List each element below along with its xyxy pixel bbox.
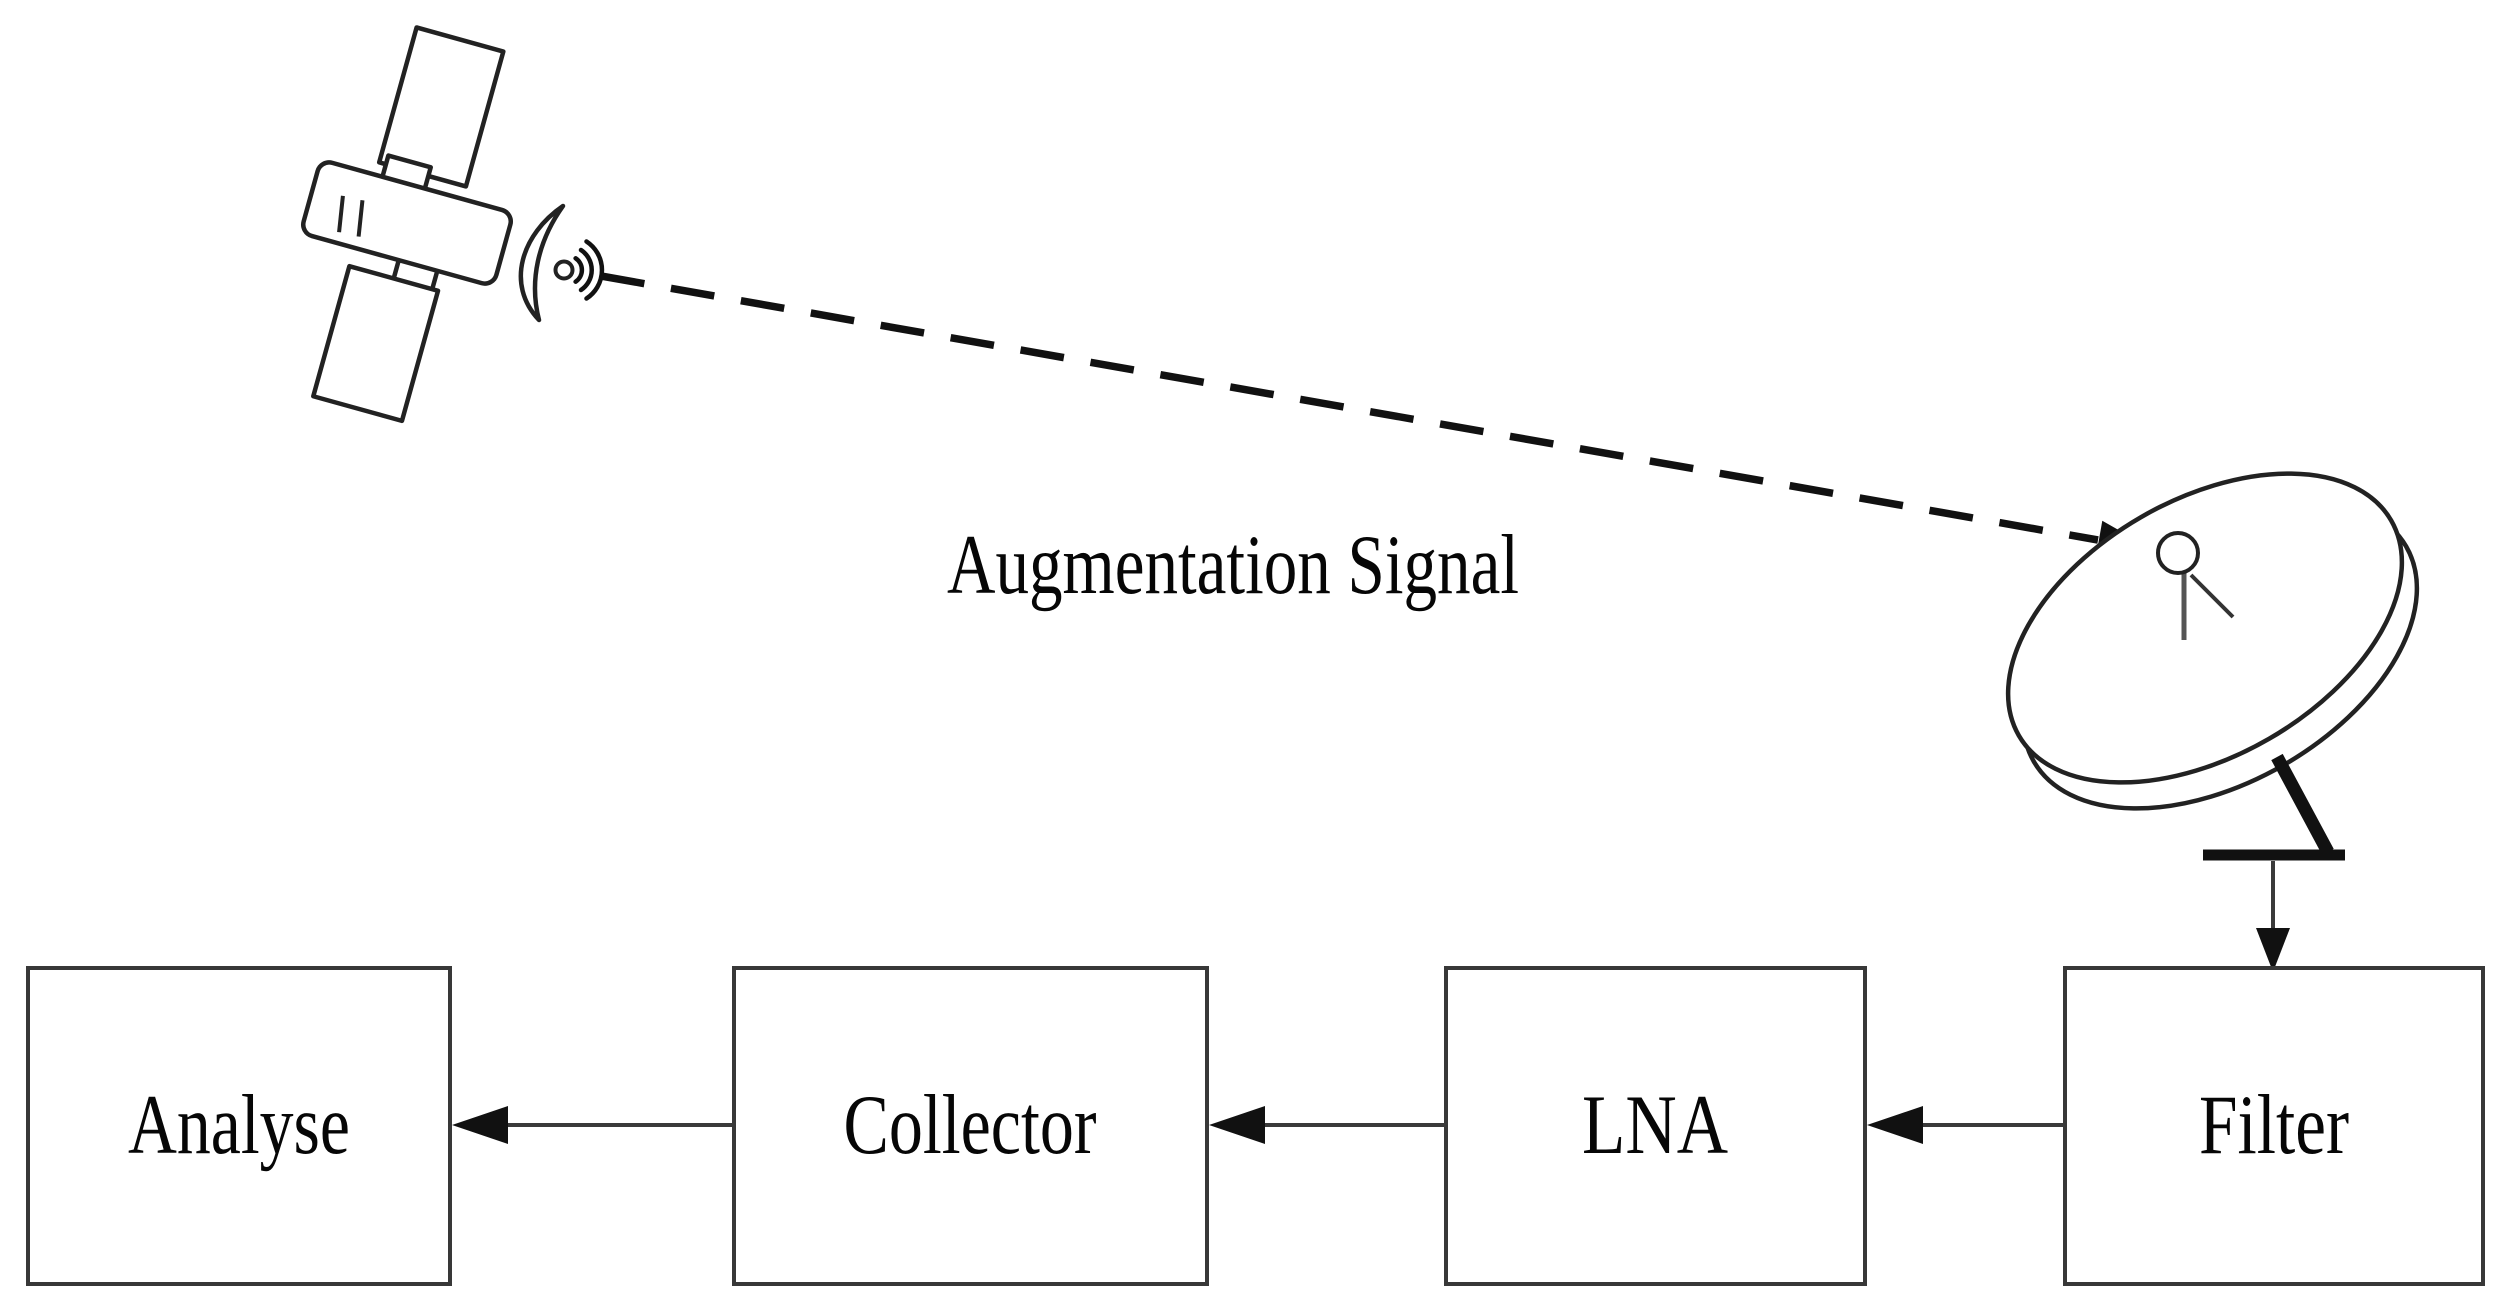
dish-to-filter-arrowhead (2256, 928, 2290, 972)
satellite-body (301, 160, 513, 286)
signal-waves-icon (573, 239, 605, 301)
block-collector-box (732, 966, 1209, 1286)
block-lna-box (1444, 966, 1867, 1286)
block-analyse: Analyse (26, 966, 452, 1286)
arrow-lna-to-collector (1209, 1106, 1446, 1144)
satellite-dish-feed (553, 259, 575, 281)
arrow-lna-to-collector-head (1209, 1106, 1265, 1144)
augmentation-signal-dashed-line (600, 272, 2099, 544)
arrow-collector-to-analyse-head (452, 1106, 508, 1144)
arrow-filter-to-lna (1867, 1106, 2065, 1144)
block-analyse-box (26, 966, 452, 1286)
satellite-dish (518, 203, 566, 323)
block-filter: Filter (2063, 966, 2485, 1286)
augmentation-signal-label: Augmentation Signal (947, 518, 1519, 612)
satellite-body-mark-2 (356, 200, 365, 237)
dish-aperture (2005, 471, 2405, 785)
block-lna-label: LNA (1582, 1078, 1728, 1172)
satellite-icon (301, 25, 605, 424)
block-collector: Collector (732, 966, 1209, 1286)
block-filter-box (2063, 966, 2485, 1286)
dish-support-leg (2271, 753, 2334, 856)
arrow-collector-to-analyse (452, 1106, 734, 1144)
satellite-body-mark-1 (337, 195, 345, 233)
block-analyse-label: Analyse (128, 1078, 350, 1172)
arrow-filter-to-lna-head (1867, 1106, 1923, 1144)
ground-dish-antenna-icon (2005, 471, 2420, 861)
block-collector-label: Collector (844, 1078, 1097, 1172)
dish-feed-horn (2156, 531, 2200, 575)
block-lna: LNA (1444, 966, 1867, 1286)
satellite-solar-panel-bottom (311, 263, 441, 424)
dish-feed-support-2 (2189, 573, 2235, 619)
dish-to-filter-arrow (2256, 861, 2290, 972)
block-filter-label: Filter (2199, 1078, 2349, 1172)
